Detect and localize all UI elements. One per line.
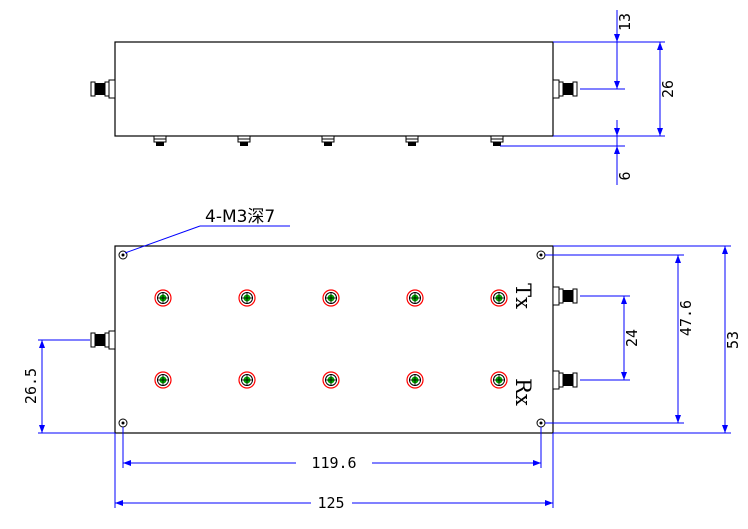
hole-callout: 4-M3深7 xyxy=(205,207,275,227)
dim-53: 53 xyxy=(724,331,742,349)
mount-hole xyxy=(118,250,128,260)
mount-hole xyxy=(118,418,128,428)
tuning-screw xyxy=(490,371,508,389)
mount-hole xyxy=(536,250,546,260)
dim-26: 26 xyxy=(659,80,677,98)
tuning-screw xyxy=(322,289,340,307)
plan-view: Tx Rx 4-M3深7 26.5 24 47.6 53 xyxy=(22,207,742,512)
dim-125: 125 xyxy=(317,494,344,512)
dim-24: 24 xyxy=(623,329,641,347)
dim-119-6: 119.6 xyxy=(311,454,356,472)
dim-47-6: 47.6 xyxy=(677,300,695,336)
top-view-foot xyxy=(237,135,251,147)
rx-label: Rx xyxy=(511,378,535,406)
tuning-screw xyxy=(154,371,172,389)
top-view-foot xyxy=(405,135,419,147)
top-view-body xyxy=(114,41,554,137)
dim-6: 6 xyxy=(616,171,634,180)
tuning-screw xyxy=(238,371,256,389)
plan-view-body xyxy=(114,245,554,434)
tuning-screw xyxy=(406,371,424,389)
tuning-screw xyxy=(406,289,424,307)
tuning-screw xyxy=(238,289,256,307)
mount-hole xyxy=(536,418,546,428)
tuning-screw xyxy=(154,289,172,307)
top-view-left-connector xyxy=(90,79,116,99)
ant-connector xyxy=(90,330,116,350)
rx-connector xyxy=(552,370,578,390)
tx-connector xyxy=(552,286,578,306)
dim-26-5: 26.5 xyxy=(22,368,40,404)
dim-13: 13 xyxy=(616,13,634,31)
tuning-screw xyxy=(322,371,340,389)
tuning-screw xyxy=(490,289,508,307)
tx-label: Tx xyxy=(511,283,535,309)
top-view-foot xyxy=(153,135,167,147)
top-view-foot xyxy=(490,135,504,147)
top-view-right-connector xyxy=(552,79,578,99)
top-view: 13 26 6 xyxy=(90,10,677,185)
top-view-foot xyxy=(321,135,335,147)
